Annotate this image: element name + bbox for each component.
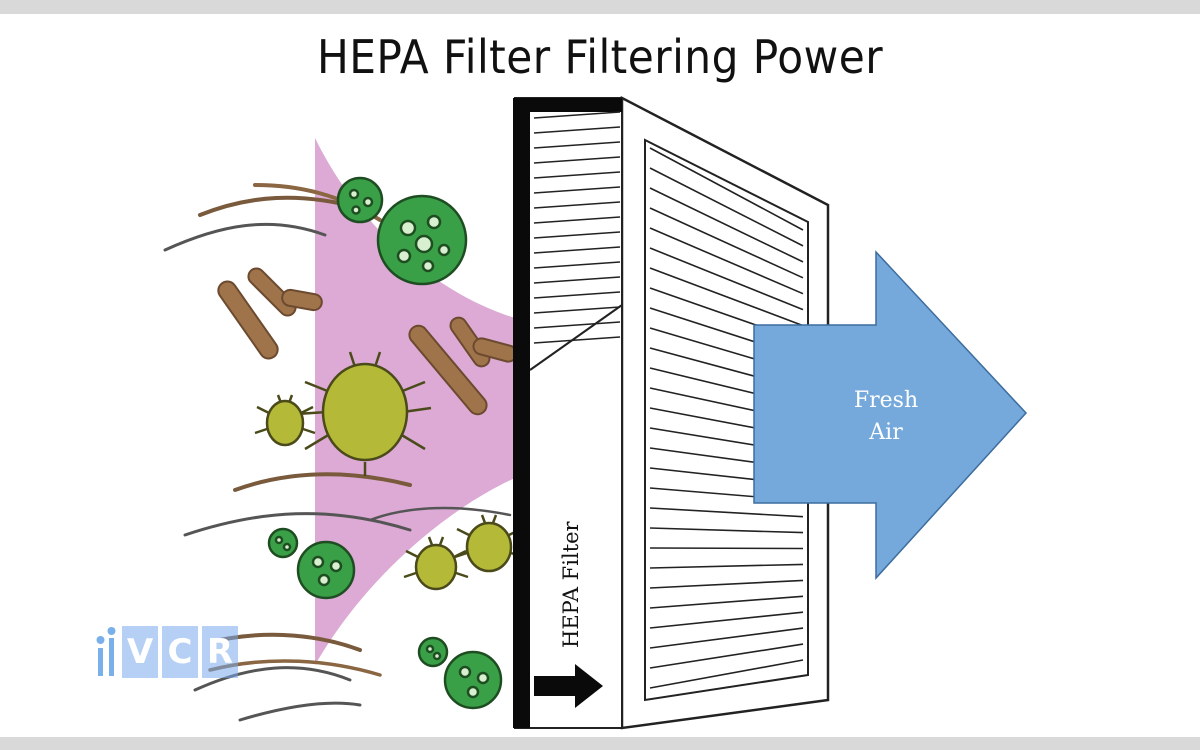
pleat-line [649, 659, 804, 689]
hair-strands [163, 222, 512, 722]
front-pleat-line [533, 171, 621, 179]
virus-pollen-icon [296, 540, 356, 600]
direction-arrow-icon [534, 664, 603, 708]
dust-mite-icon [254, 394, 316, 447]
dust-mite-icon [403, 536, 469, 591]
pleat-line [649, 167, 804, 247]
front-pleat-line [533, 306, 621, 314]
virus-pollen-icon [417, 636, 449, 668]
virus-pollen-icon [267, 527, 299, 559]
logo-letter-v: V [122, 626, 158, 678]
front-pleat-line [533, 186, 621, 194]
pleat-line [649, 187, 804, 263]
front-pleat-line [533, 216, 621, 224]
dust-mite-icon [454, 514, 524, 573]
fiber-icon [233, 472, 412, 492]
air-flow-arrow-icon [753, 250, 1028, 580]
diagram-title: HEPA Filter Filtering Power [316, 30, 884, 84]
filter-black-edge [513, 98, 530, 728]
logo-mark-icon [96, 627, 116, 676]
dust-mite-icon [296, 351, 432, 476]
pleat-line [649, 267, 804, 327]
virus-pollen-icon [376, 194, 468, 286]
pleat-line [649, 547, 804, 550]
fiber-icon [281, 288, 323, 312]
front-pleat-line [533, 336, 621, 344]
pleat-line [649, 207, 804, 279]
pleat-line [649, 247, 804, 311]
arrow-label-line1: Fresh [854, 388, 918, 413]
filter-inner-panel [644, 138, 809, 702]
dust-mites [254, 351, 524, 591]
particle-cone [315, 138, 515, 665]
logo-letter-c: C [162, 626, 198, 678]
front-pleat-line [533, 111, 621, 119]
filter-top-edge [513, 98, 622, 112]
hair-strand-icon [183, 512, 412, 537]
top-border [0, 0, 1200, 14]
pleat-line [649, 595, 804, 609]
hair-strand-icon [193, 666, 352, 692]
fresh-air-arrow: Fresh Air [753, 250, 1028, 580]
hepa-filter-unit: HEPA Filter [513, 95, 830, 730]
pollen-particles [267, 176, 503, 710]
pleat-line [649, 527, 804, 534]
vcr-logo-icon: V C R [96, 624, 256, 680]
hair-strand-icon [368, 506, 512, 522]
filter-label: HEPA Filter [559, 520, 583, 648]
front-pleat-line [533, 261, 621, 269]
hair-strand-icon [238, 701, 362, 722]
front-pleat-line [533, 126, 621, 134]
pleat-line [649, 627, 804, 649]
front-pleat-line [533, 201, 621, 209]
front-pleat-line [533, 321, 621, 329]
front-pleat-line [533, 231, 621, 239]
fiber-icon [408, 324, 488, 416]
front-pleat-line [533, 156, 621, 164]
front-pleat-line [533, 246, 621, 254]
fiber-icon [217, 280, 279, 360]
filter-front-pleats [533, 111, 621, 344]
front-pleat-line [533, 141, 621, 149]
pleat-line [649, 643, 804, 669]
pleat-line [649, 563, 804, 569]
pleat-line [649, 227, 804, 295]
logo-letter-r: R [202, 626, 238, 678]
pleat-line [649, 507, 804, 518]
virus-pollen-icon [443, 650, 503, 710]
hair-strand-icon [163, 222, 327, 252]
bottom-border [0, 737, 1200, 750]
front-pleat-line [533, 291, 621, 299]
pleat-line [649, 611, 804, 629]
pleat-line [649, 147, 804, 231]
filter-cut-line [529, 304, 623, 371]
virus-pollen-icon [336, 176, 384, 224]
front-pleat-line [533, 276, 621, 284]
arrow-label-line2: Air [868, 420, 903, 445]
pleat-line [649, 579, 804, 589]
